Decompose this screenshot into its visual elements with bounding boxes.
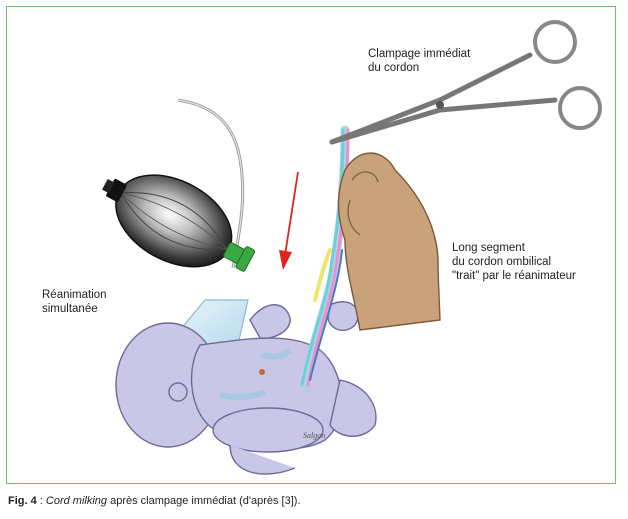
figure-caption: Fig. 4 : Cord milking après clampage imm…	[8, 495, 301, 507]
label-segment-line1: Long segment	[452, 242, 525, 254]
cord-clamp	[329, 20, 602, 145]
resuscitation-bag	[102, 174, 256, 272]
operator-hand	[337, 152, 441, 331]
label-resuscitation: Réanimation simultanée	[42, 288, 107, 316]
artist-signature: Salgon	[303, 431, 325, 440]
direction-arrow	[279, 171, 299, 270]
label-clamp: Clampage immédiat du cordon	[368, 47, 470, 75]
label-segment-line2: du cordon ombilical	[452, 256, 552, 268]
label-clamp-line1: Clampage immédiat	[368, 48, 471, 60]
caption-fig-number: Fig. 4	[8, 495, 37, 507]
caption-rest: après clampage immédiat (d'après [3]).	[107, 495, 301, 507]
label-resuscitation-line2: simultanée	[42, 303, 98, 315]
caption-italic: Cord milking	[45, 495, 108, 507]
label-resuscitation-line1: Réanimation	[42, 289, 107, 301]
label-clamp-line2: du cordon	[368, 62, 420, 74]
label-segment-line3: "trait" par le réanimateur	[452, 270, 576, 282]
caption-separator: :	[36, 495, 46, 507]
label-cord-segment: Long segment du cordon ombilical "trait"…	[452, 241, 576, 283]
newborn-figure	[115, 301, 377, 475]
